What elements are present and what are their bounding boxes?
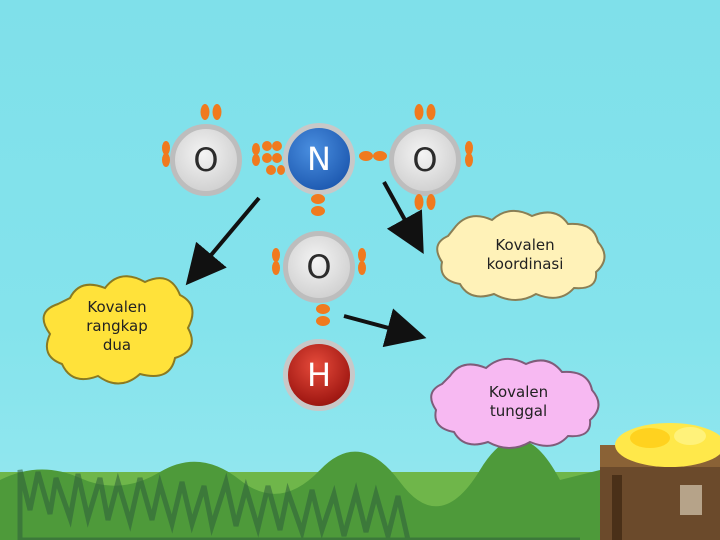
electron-pair-o-right-top: [414, 104, 436, 120]
label-line: Kovalen: [488, 383, 549, 401]
label-coordinate-bond: Kovalen koordinasi: [460, 236, 590, 274]
label-line: koordinasi: [486, 254, 564, 273]
electron-pair-o-left-top: [200, 104, 222, 120]
oxygen-atom-middle: O: [283, 231, 355, 303]
label-line: dua: [102, 335, 132, 354]
arrow-to-coordinate-label: [382, 181, 424, 255]
arrow-to-single-label: [343, 308, 427, 348]
electron-pair-o-right-side: [465, 141, 473, 167]
electron-pair-o-middle-right: [358, 248, 366, 275]
label-line: Kovalen: [87, 298, 147, 316]
label-line: rangkap: [86, 316, 148, 335]
atom-symbol: O: [193, 141, 219, 179]
label-single-bond: Kovalen tunggal: [456, 383, 581, 421]
electron-pair-o-right-bottom: [414, 194, 436, 210]
label-line: tunggal: [489, 401, 548, 420]
oxygen-atom-left: O: [170, 124, 242, 196]
atom-symbol: O: [412, 141, 438, 179]
atom-symbol: O: [306, 248, 332, 286]
arrow-to-double-bond-label: [185, 196, 261, 286]
cloud-single-bond: [430, 357, 600, 449]
atom-symbol: N: [307, 140, 331, 178]
cloud-coordinate-bond: [436, 209, 606, 301]
oxygen-atom-right: O: [389, 124, 461, 196]
cloud-double-bond: [42, 275, 194, 385]
electron-double-bond-o-n: [252, 141, 285, 175]
label-line: Kovalen: [495, 236, 555, 254]
electron-pair-n-o-right: [359, 151, 387, 161]
electron-pair-o-middle-left: [272, 248, 280, 275]
atom-symbol: H: [306, 356, 332, 394]
electron-pair-o-h: [316, 304, 330, 326]
electron-pair-n-o-middle: [311, 194, 325, 216]
nitrogen-atom: N: [283, 123, 355, 195]
label-double-bond: Kovalen rangkap dua: [62, 298, 172, 354]
hydrogen-atom: H: [283, 339, 355, 411]
electron-pair-o-left-side: [162, 141, 170, 167]
